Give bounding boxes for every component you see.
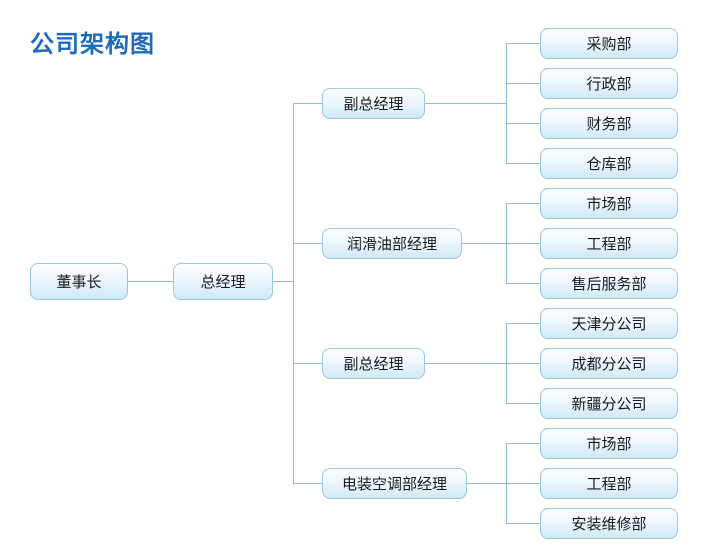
connector-line [506, 43, 507, 164]
node-label: 电装空调部经理 [341, 476, 447, 493]
connector-line [506, 243, 540, 244]
node-label: 仓库部 [586, 156, 632, 173]
org-node-dept-1-3: 财务部 [540, 108, 678, 139]
org-node-dept-2-1: 市场部 [540, 188, 678, 219]
connector-line [293, 363, 322, 364]
connector-line [506, 523, 540, 524]
org-node-dept-4-1: 市场部 [540, 428, 678, 459]
node-label: 工程部 [586, 236, 632, 253]
node-label: 安装维修部 [571, 516, 647, 533]
connector-line [506, 323, 540, 324]
org-node-dept-4-3: 安装维修部 [540, 508, 678, 539]
org-node-manager-3: 副总经理 [322, 348, 425, 379]
org-node-dept-3-1: 天津分公司 [540, 308, 678, 339]
node-label: 成都分公司 [571, 356, 647, 373]
node-label: 行政部 [586, 76, 632, 93]
connector-line [506, 363, 540, 364]
connector-line [293, 243, 322, 244]
node-label: 新疆分公司 [571, 396, 647, 413]
org-node-chairman: 董事长 [30, 263, 128, 300]
connector-line [506, 483, 540, 484]
node-label: 工程部 [586, 476, 632, 493]
connector-line [273, 281, 293, 282]
connector-line [128, 281, 173, 282]
node-label: 市场部 [586, 196, 632, 213]
node-label: 董事长 [56, 274, 102, 291]
node-label: 天津分公司 [571, 316, 647, 333]
node-label: 副总经理 [343, 356, 404, 373]
node-label: 财务部 [586, 116, 632, 133]
connector-line [506, 123, 540, 124]
org-node-dept-3-2: 成都分公司 [540, 348, 678, 379]
node-label: 副总经理 [343, 96, 404, 113]
org-node-dept-2-2: 工程部 [540, 228, 678, 259]
node-label: 售后服务部 [571, 276, 647, 293]
page-title: 公司架构图 [30, 31, 155, 58]
connector-line [506, 203, 540, 204]
org-node-dept-3-3: 新疆分公司 [540, 388, 678, 419]
node-label: 润滑油部经理 [346, 236, 437, 253]
connector-line [506, 283, 540, 284]
org-node-manager-2: 润滑油部经理 [322, 228, 462, 259]
org-node-manager-1: 副总经理 [322, 88, 425, 119]
node-label: 采购部 [586, 36, 632, 53]
connector-line [462, 243, 506, 244]
connector-line [293, 103, 322, 104]
connector-line [293, 483, 322, 484]
connector-line [425, 363, 506, 364]
org-node-dept-1-2: 行政部 [540, 68, 678, 99]
connector-line [506, 163, 540, 164]
connector-line [293, 103, 294, 484]
org-node-dept-2-3: 售后服务部 [540, 268, 678, 299]
connector-line [506, 443, 540, 444]
org-node-dept-4-2: 工程部 [540, 468, 678, 499]
connector-line [506, 403, 540, 404]
node-label: 总经理 [200, 274, 246, 291]
connector-line [506, 43, 540, 44]
node-label: 市场部 [586, 436, 632, 453]
connector-line [506, 83, 540, 84]
org-node-dept-1-1: 采购部 [540, 28, 678, 59]
connector-line [467, 483, 506, 484]
org-node-dept-1-4: 仓库部 [540, 148, 678, 179]
connector-line [425, 103, 506, 104]
org-node-manager-4: 电装空调部经理 [322, 468, 467, 499]
org-node-general-manager: 总经理 [173, 263, 273, 300]
